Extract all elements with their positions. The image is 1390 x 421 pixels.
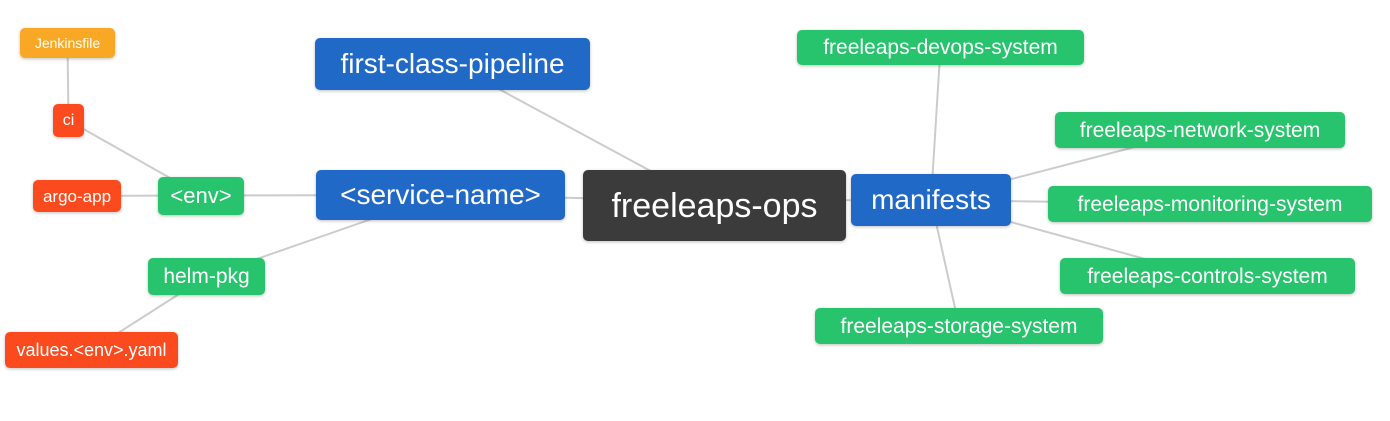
node-env[interactable]: <env> (158, 177, 244, 215)
node-freeleaps-controls-system[interactable]: freeleaps-controls-system (1060, 258, 1355, 294)
node-ci[interactable]: ci (53, 104, 84, 137)
node-manifests[interactable]: manifests (851, 174, 1011, 226)
node-argo-app[interactable]: argo-app (33, 180, 121, 212)
node-freeleaps-ops-root[interactable]: freeleaps-ops (583, 170, 846, 241)
node-freeleaps-devops-system[interactable]: freeleaps-devops-system (797, 30, 1084, 65)
node-freeleaps-monitoring-system[interactable]: freeleaps-monitoring-system (1048, 186, 1372, 222)
node-helm-pkg[interactable]: helm-pkg (148, 258, 265, 295)
node-freeleaps-network-system[interactable]: freeleaps-network-system (1055, 112, 1345, 148)
node-freeleaps-storage-system[interactable]: freeleaps-storage-system (815, 308, 1103, 344)
node-values-env-yaml[interactable]: values.<env>.yaml (5, 332, 178, 368)
node-first-class-pipeline[interactable]: first-class-pipeline (315, 38, 590, 90)
node-service-name[interactable]: <service-name> (316, 170, 565, 220)
node-jenkinsfile[interactable]: Jenkinsfile (20, 28, 115, 58)
